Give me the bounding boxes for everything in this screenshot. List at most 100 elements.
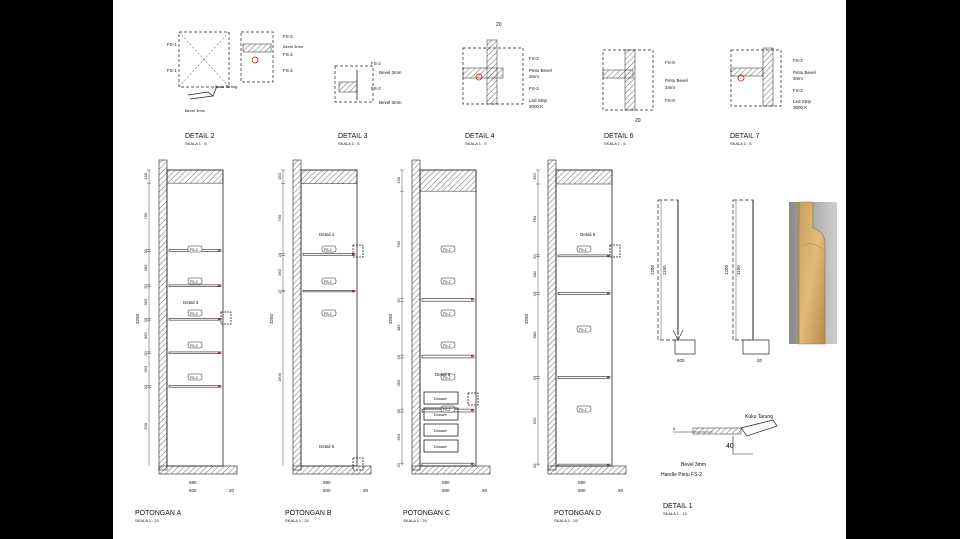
section-a-title: POTONGAN A [135,510,181,517]
width-outer: 600 [442,488,450,493]
material-tag: FS-2 [321,309,337,317]
d7-k: 3000 K [793,105,807,110]
profile-1-dim2: 1150 [662,265,667,275]
width-inner: 580 [578,480,586,485]
shelf [168,385,222,388]
drawer-label: Drawer [434,428,448,433]
callout-label: Detail 5 [319,444,335,449]
tag-frame [187,373,203,381]
dim-value: 363 [143,298,148,305]
d6-dim: 20 [635,118,641,124]
dim-value: 760 [396,240,401,247]
dim-value: 920 [532,417,537,424]
material-tag: FS-2 [321,245,337,253]
wall [411,159,421,471]
led-point [607,376,609,379]
d3-fs2b: FS-2 [371,86,381,91]
width-side: 20 [482,488,488,493]
dim-value: 150 [277,172,282,179]
tag-frame [440,309,456,317]
shelf [302,253,356,256]
material-tag: FS-2 [187,373,203,381]
d4-pintu: Pintu Bevel [529,68,552,73]
dim-value: 1900 [277,372,282,382]
callout-label: Detail 3 [183,300,199,305]
tag-label: FS-2 [443,280,451,284]
led-point [352,290,354,293]
tag-label: FS-2 [443,344,451,348]
wall [292,159,302,471]
d4-dim: 20 [496,22,502,28]
detail-7-scale: SKALA 1 : 5 [730,141,752,146]
shelf [302,289,356,293]
dim-value: 150 [532,173,537,180]
detail-2-title: DETAIL 2 [185,133,215,140]
d6-mm: 3mm [665,85,675,90]
detail-3-title: DETAIL 3 [338,133,368,140]
width-outer: 600 [189,488,197,493]
dim-value: 382 [143,264,148,271]
d7-led: Led Strip [793,99,812,104]
shelf [168,318,222,321]
detail-1-scale: SKALA 1 : 15 [663,511,688,516]
dim-value: 20 [396,462,401,467]
tag-label: FS-2 [324,280,332,284]
tag-frame [440,405,456,413]
dim-value: 150 [143,172,148,179]
wood-profile-render [789,201,837,345]
tag-label: FS-2 [579,408,587,412]
callout-label: Detail 4 [319,232,335,237]
dim-value: 363 [143,365,148,372]
detail-3-scale: SKALA 1 : 5 [338,141,360,146]
detail-4: 20 FS-2 Pintu Bevel 3mm FS-2 Led Strip 3… [462,22,552,146]
tag-frame [187,245,203,253]
total-height: 3250 [524,313,529,324]
detail-1-title: DETAIL 1 [663,503,693,510]
cabinet-outline [300,169,358,467]
tag-label: FS-2 [324,248,332,252]
d1-dim5: 5 [673,426,676,431]
section-b-title: POTONGAN B [285,510,332,517]
d1-kuku: Kuku Tarung [745,414,773,420]
d3-bevel1: Bevel 3mm [379,70,402,75]
detail-2: FS-1 FS-1 FS-2 Bevel 3mm FS-2 FS-2 Kuku … [167,31,304,146]
d2-fs2a: FS-2 [283,34,293,39]
d4-mm: 3mm [529,74,539,79]
width-side: 20 [229,488,235,493]
d6-fs9a: FS-9 [665,60,675,65]
led-point [471,463,473,466]
tag-frame [440,341,456,349]
detail-6-scale: SKALA 1 : 5 [604,141,626,146]
d7-pintu: Pintu Bevel [793,70,816,75]
dim-value: 20 [532,291,537,296]
detail-2-scale: SKALA 1 : 8 [185,141,207,146]
total-height: 3250 [135,313,140,324]
material-tag: FS-2 [440,245,456,253]
section-a-scale: SKALA 1 : 20 [135,518,160,523]
tag-frame [187,309,203,317]
profile-2-dim: 1200 [724,264,729,275]
d3-fs2a: FS-2 [371,61,381,66]
shelf [557,463,611,467]
tag-label: FS-2 [190,248,198,252]
led-point [218,385,220,388]
drawer [423,423,459,437]
profile-1: 1200 1150 600 [650,199,696,363]
tag-frame [321,277,337,285]
width-inner: 580 [442,480,450,485]
tag-frame [440,373,456,381]
led-point [471,355,473,358]
section-d-scale: SKALA 1 : 20 [554,518,579,523]
dim-value: 20 [396,298,401,303]
tag-frame [576,245,592,253]
d4-fs2a: FS-2 [529,56,539,61]
led-point [607,292,609,295]
shelf [421,462,475,467]
tag-frame [187,277,203,285]
dim-value: 363 [143,332,148,339]
material-tag: FS-2 [440,373,456,381]
callout-box [352,244,364,258]
callout-box [352,457,364,471]
shelf [557,376,611,379]
callout-box [467,392,479,406]
